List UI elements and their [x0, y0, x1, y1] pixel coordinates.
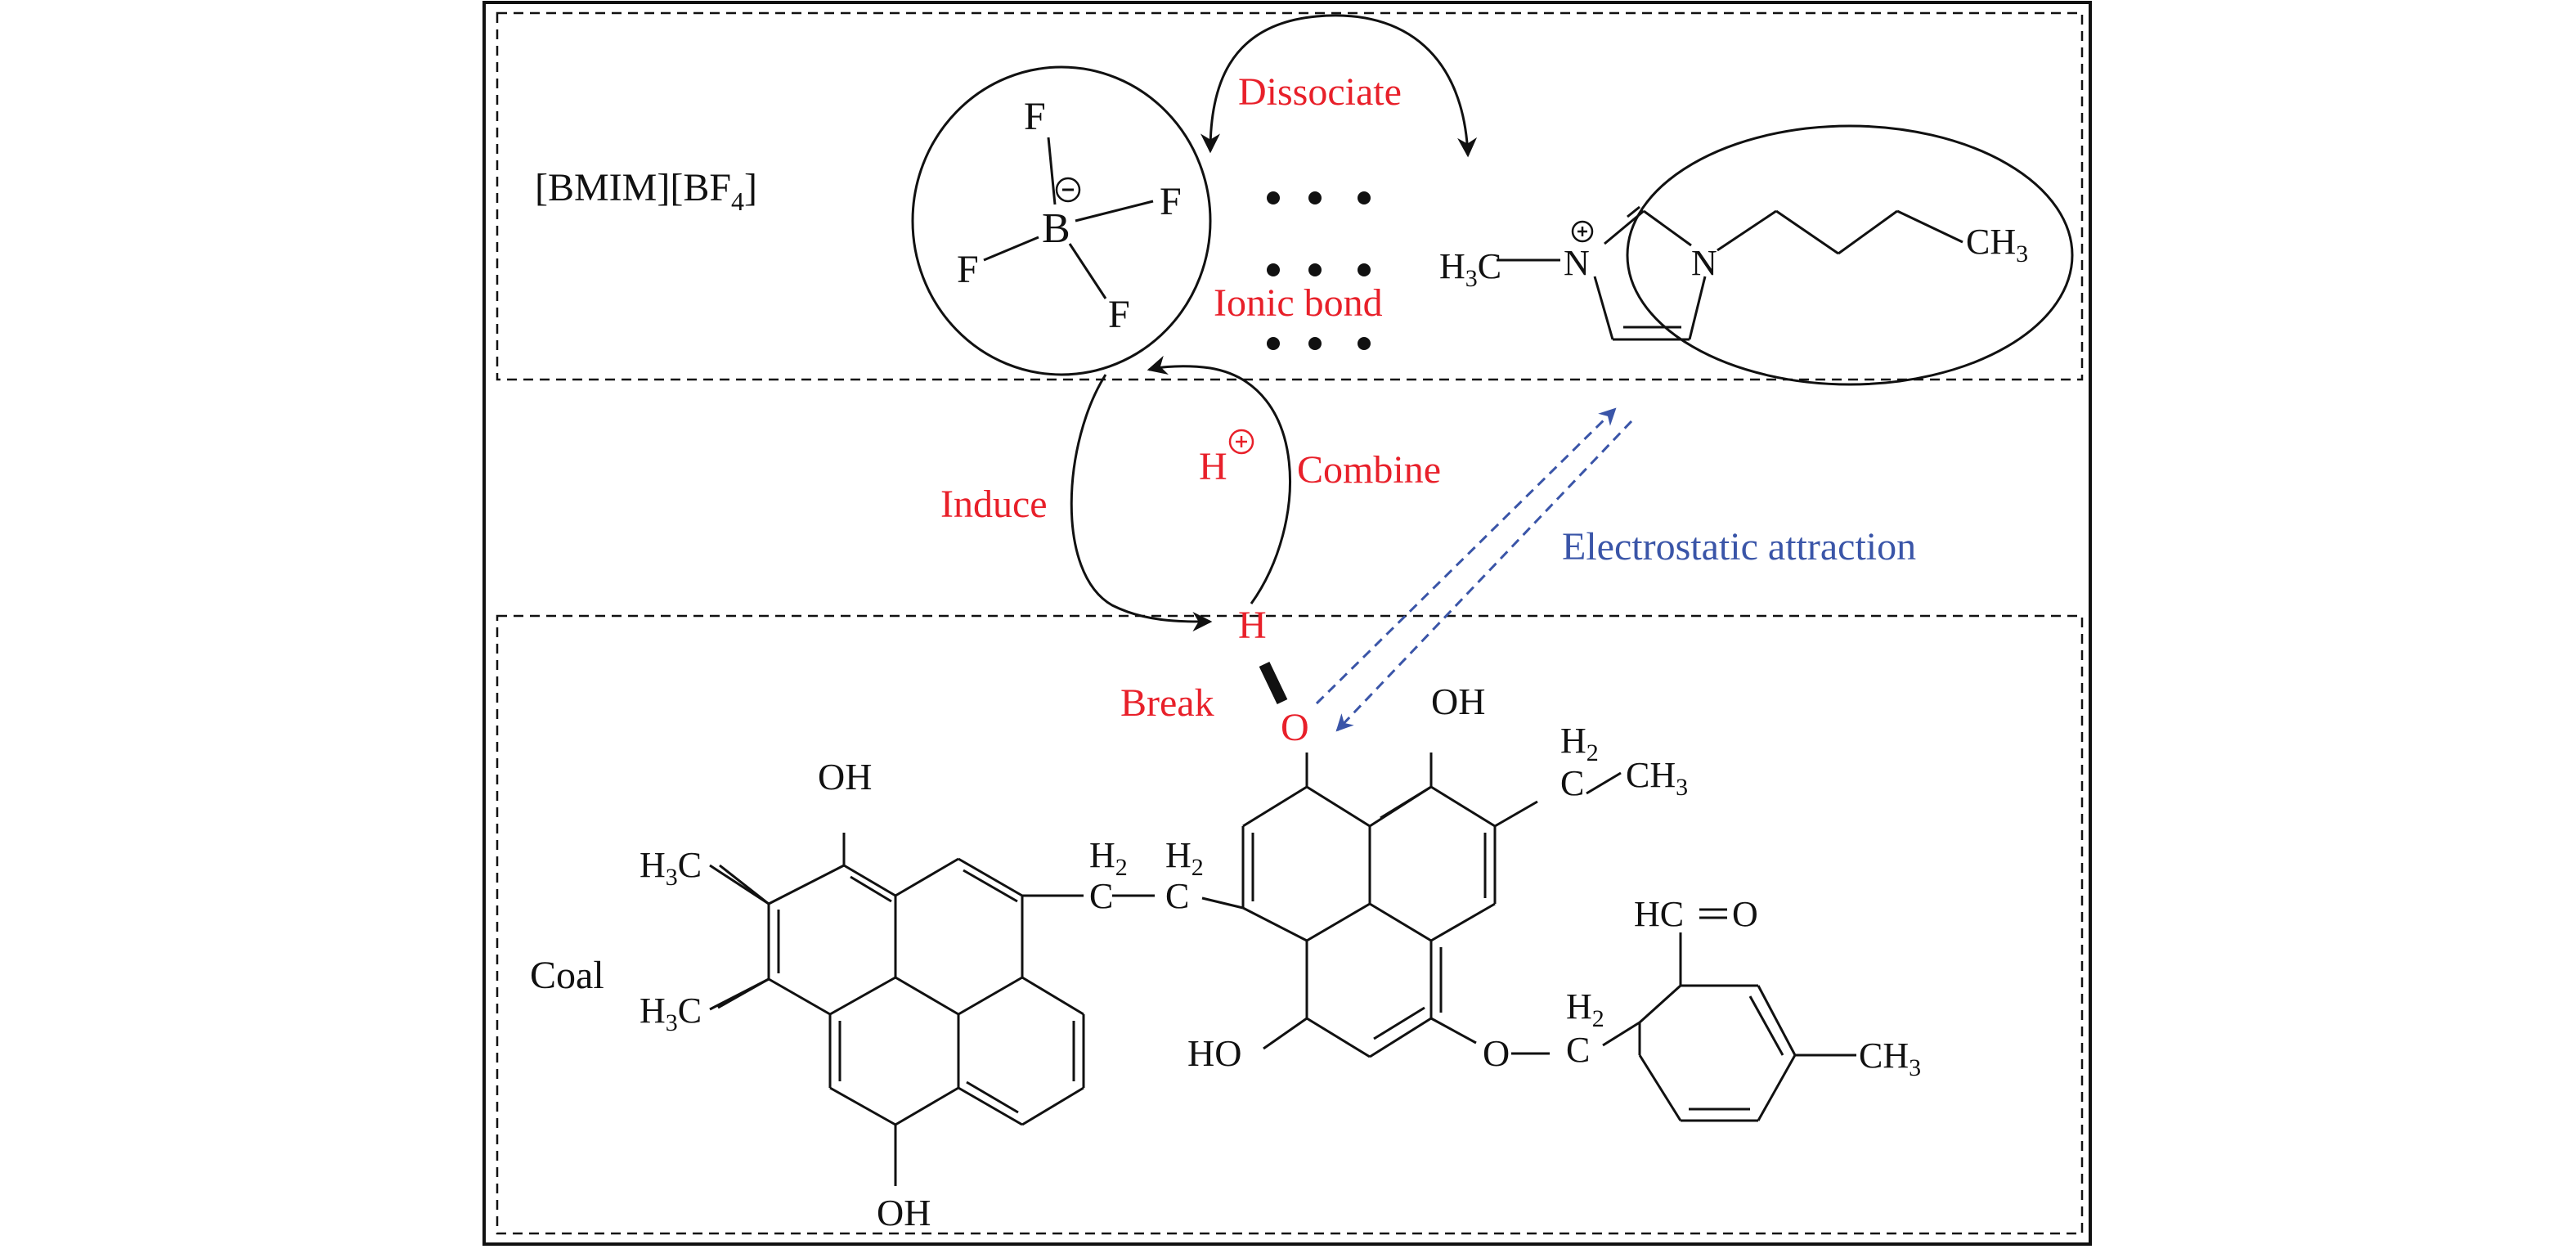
oxygen-atom: O [1281, 706, 1309, 749]
ionic-liquid-panel [496, 11, 2084, 381]
anion-circle [911, 65, 1212, 376]
positive-charge-icon [1571, 220, 1594, 243]
coal-ch2-second-c: C [1165, 876, 1189, 916]
dissociate-label: Dissociate [1238, 70, 1402, 114]
combine-label: Combine [1297, 448, 1441, 492]
break-label: Break [1120, 681, 1214, 725]
coal-ethyl-ch3: CH3 [1626, 755, 1688, 801]
induce-label: Induce [940, 483, 1048, 526]
tetrafluoroborate-anion [983, 137, 1154, 299]
electrostatic-arrow-up [1315, 407, 1617, 705]
cation-methyl: H3C [1439, 246, 1501, 292]
ionic-liquid-label: [BMIM][BF4] [535, 166, 757, 216]
coal-ethyl-c: C [1560, 763, 1584, 803]
coal-aryl-ch3: CH3 [1859, 1036, 1921, 1081]
induce-arrow [1070, 374, 1213, 631]
coal-ch2-second-h: H2 [1165, 835, 1204, 881]
coal-ethyl-h2: H2 [1560, 721, 1599, 766]
coal-methyl-lower: H3C [640, 991, 702, 1036]
coal-label: Coal [530, 954, 604, 997]
coal-oh-bottom: OH [877, 1192, 931, 1233]
hydrogen-atom: H [1238, 604, 1267, 647]
cation-ellipse [1626, 124, 2074, 386]
coal-methyl-upper: H3C [640, 845, 702, 891]
boron-atom: B [1042, 205, 1070, 252]
outer-frame [482, 1, 2092, 1246]
dissociate-arrow [1200, 14, 1478, 158]
coal-ether-oxygen: O [1483, 1032, 1510, 1074]
coal-benzyl-h2: H2 [1566, 986, 1604, 1032]
cation-n: N [1691, 243, 1717, 283]
cation-n-plus: N [1564, 243, 1590, 283]
cation-terminal-methyl: CH3 [1966, 222, 2028, 267]
fluorine-top: F [1024, 95, 1046, 138]
fluorine-bottom: F [1108, 293, 1130, 336]
coal-benzyl-c: C [1566, 1030, 1590, 1070]
coal-structure-bonds [709, 753, 1856, 1186]
electrostatic-label: Electrostatic attraction [1562, 525, 1916, 568]
combine-arrow [1147, 355, 1291, 604]
fluorine-left: F [957, 248, 979, 291]
coal-ho: HO [1187, 1032, 1241, 1074]
electrostatic-arrow-down [1335, 420, 1633, 732]
proton-label: H [1199, 445, 1227, 488]
ionic-bond-label: Ionic bond [1214, 281, 1383, 325]
coal-ch2-first-c: C [1089, 876, 1113, 916]
proton-charge-icon [1228, 429, 1254, 455]
bmim-cation [1497, 205, 1963, 341]
coal-panel [496, 614, 2084, 1235]
negative-charge-icon [1055, 177, 1081, 203]
fluorine-right: F [1160, 180, 1182, 223]
coal-aldehyde-hc: HC [1634, 894, 1684, 934]
coal-oh-top-left: OH [818, 756, 872, 797]
coal-oh-top-right: OH [1431, 681, 1485, 722]
coal-ch2-first-h: H2 [1089, 835, 1128, 881]
coal-aldehyde-o: O [1732, 894, 1758, 934]
breaking-bond [1259, 661, 1288, 705]
ionic-bond-dots [1267, 191, 1371, 350]
